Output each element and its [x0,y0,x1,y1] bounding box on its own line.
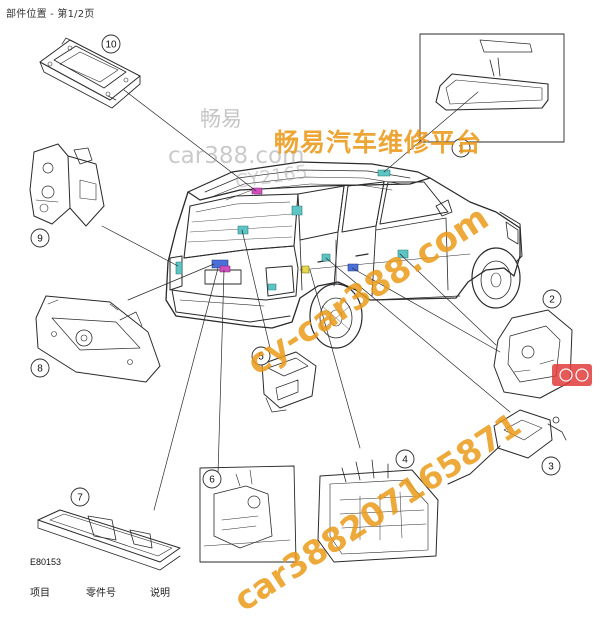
inset-relay-box [317,459,439,563]
figure-code: E80153 [30,557,62,567]
door-module-highlight [347,263,359,272]
legend-header-row: 项目 零件号 说明 [0,584,601,599]
tailgate-switch-highlight [219,265,231,273]
svg-text:3: 3 [548,462,554,473]
front-door-latch-highlight [397,249,409,259]
callouts: 10 9 8 7 6 5 4 3 [30,34,562,507]
svg-text:5: 5 [258,352,264,363]
inset-latch-motor [199,465,297,563]
component-location-diagram: 10 9 8 7 6 5 4 3 [29,33,592,571]
rear-lamp-highlight [175,261,183,275]
legend-col-item: 项目 [30,588,50,599]
svg-text:9: 9 [37,234,43,245]
rear-right-highlight [267,283,277,291]
svg-text:4: 4 [402,455,408,466]
inset-striker-plate [35,295,161,383]
rear-door-latch-highlight [321,253,331,262]
callout-3: 3 [541,456,561,476]
svg-text:1: 1 [458,144,464,155]
legend-col-description: 说明 [150,588,170,599]
svg-text:7: 7 [77,493,83,504]
callout-5: 5 [251,346,271,366]
inset-module-bracket [39,37,141,109]
callout-7: 7 [70,487,90,507]
inset-actuator-motor [447,409,567,485]
callout-9: 9 [30,228,50,248]
leader-lines [101,89,511,511]
high-mount-component-highlight [251,187,263,195]
vehicle-drawing [165,161,523,349]
svg-text:8: 8 [37,364,43,375]
mirror-sensor-highlight [377,169,391,177]
watermark-logo-icon [552,364,592,386]
inset-latch-assembly [29,143,105,227]
callout-1: 1 [451,138,471,158]
callout-2: 2 [542,289,562,309]
callout-6: 6 [202,469,222,489]
inset-switch [261,351,317,413]
roof-module-highlight [291,205,303,216]
inset-interior-mirror [419,33,565,143]
svg-text:2: 2 [549,295,555,306]
callout-10: 10 [101,34,121,54]
svg-text:6: 6 [209,475,215,486]
callout-4: 4 [395,449,415,469]
svg-text:10: 10 [105,40,117,51]
inset-tailgate-handle [37,509,181,571]
fuel-flap-highlight [301,265,310,274]
callout-8: 8 [30,358,50,378]
page-header: 部件位置 - 第1/2页 [6,9,95,20]
legend-col-part-number: 零件号 [86,588,116,599]
